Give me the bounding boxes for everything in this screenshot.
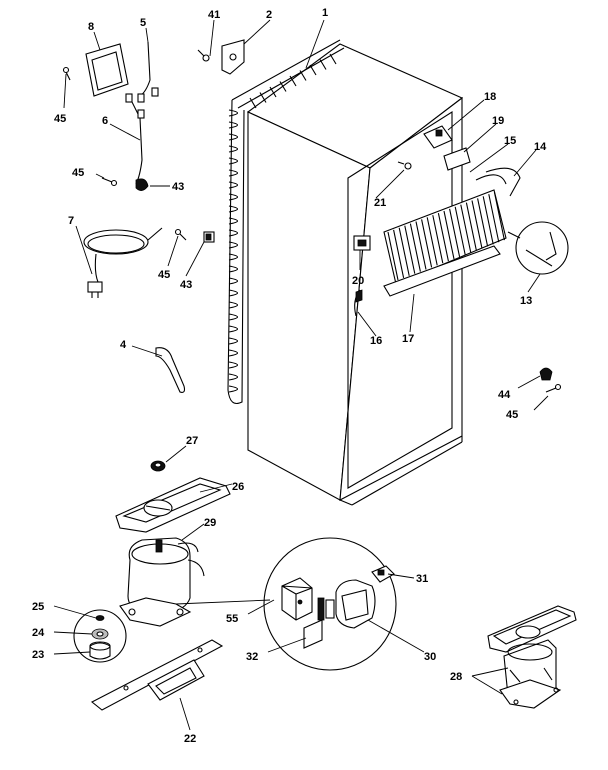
callout-28: 28 — [450, 671, 462, 683]
compressor-29 — [119, 537, 205, 627]
callout-30: 30 — [424, 651, 436, 663]
switch-18 — [423, 125, 453, 149]
callout-labels: 8 5 41 2 1 45 6 45 43 7 45 43 18 19 15 1… — [32, 7, 547, 745]
wire-harness — [125, 93, 145, 185]
screw-45-b — [101, 177, 118, 187]
compressor-assembly-28 — [487, 605, 577, 709]
callout-43: 43 — [180, 279, 192, 291]
thermostat-20 — [353, 235, 371, 251]
callout-14: 14 — [534, 141, 547, 153]
callout-18: 18 — [484, 91, 496, 103]
drain-tube — [155, 347, 186, 393]
power-cord — [83, 227, 163, 298]
callout-26: 26 — [232, 481, 244, 493]
callout-5: 5 — [140, 17, 146, 29]
wire-16 — [354, 289, 363, 317]
callout-25: 25 — [32, 601, 44, 613]
callout-43: 43 — [172, 181, 184, 193]
callout-7: 7 — [68, 215, 74, 227]
callout-32: 32 — [246, 651, 258, 663]
callout-19: 19 — [492, 115, 504, 127]
clip-43-lower — [203, 231, 215, 243]
callout-1: 1 — [322, 7, 328, 19]
base-rail-22 — [90, 639, 224, 711]
callout-6: 6 — [102, 115, 108, 127]
callout-24: 24 — [32, 627, 45, 639]
callout-4: 4 — [120, 339, 127, 351]
screw-45-a — [62, 66, 71, 81]
wire-harness-small — [137, 41, 159, 103]
screw-45-d — [545, 383, 562, 393]
clip-44 — [539, 367, 553, 381]
callout-31: 31 — [416, 573, 428, 585]
leader-lines — [53, 19, 549, 731]
block-19 — [443, 147, 471, 171]
coil-segments — [228, 53, 337, 393]
condenser-coil — [227, 39, 345, 405]
callout-45: 45 — [54, 113, 66, 125]
heater-detail-13 — [507, 221, 569, 275]
callout-8: 8 — [88, 21, 94, 33]
callout-27: 27 — [186, 435, 198, 447]
grommet-27 — [150, 460, 166, 472]
callout-23: 23 — [32, 649, 44, 661]
cover-panel — [85, 43, 129, 97]
callout-45: 45 — [506, 409, 518, 421]
callout-15: 15 — [504, 135, 516, 147]
screw-45-c — [174, 228, 187, 241]
callout-44: 44 — [498, 389, 511, 401]
evaporator — [383, 167, 521, 297]
relay-detail-circle — [263, 537, 397, 671]
evaporator-fins — [387, 191, 505, 281]
callout-55: 55 — [226, 613, 238, 625]
screw-41 — [197, 49, 210, 62]
callout-20: 20 — [352, 275, 364, 287]
bracket-part — [221, 39, 245, 75]
callout-13: 13 — [520, 295, 532, 307]
callout-17: 17 — [402, 333, 414, 345]
mount-detail — [73, 609, 127, 663]
callout-29: 29 — [204, 517, 216, 529]
callout-21: 21 — [374, 197, 386, 209]
clamp-43-upper — [135, 178, 149, 191]
refrigerator-cabinet — [246, 43, 464, 506]
callout-2: 2 — [266, 9, 272, 21]
callout-41: 41 — [208, 9, 220, 21]
callout-45: 45 — [72, 167, 84, 179]
callout-16: 16 — [370, 335, 382, 347]
callout-45: 45 — [158, 269, 170, 281]
callout-22: 22 — [184, 733, 196, 745]
screw-21 — [397, 161, 412, 170]
